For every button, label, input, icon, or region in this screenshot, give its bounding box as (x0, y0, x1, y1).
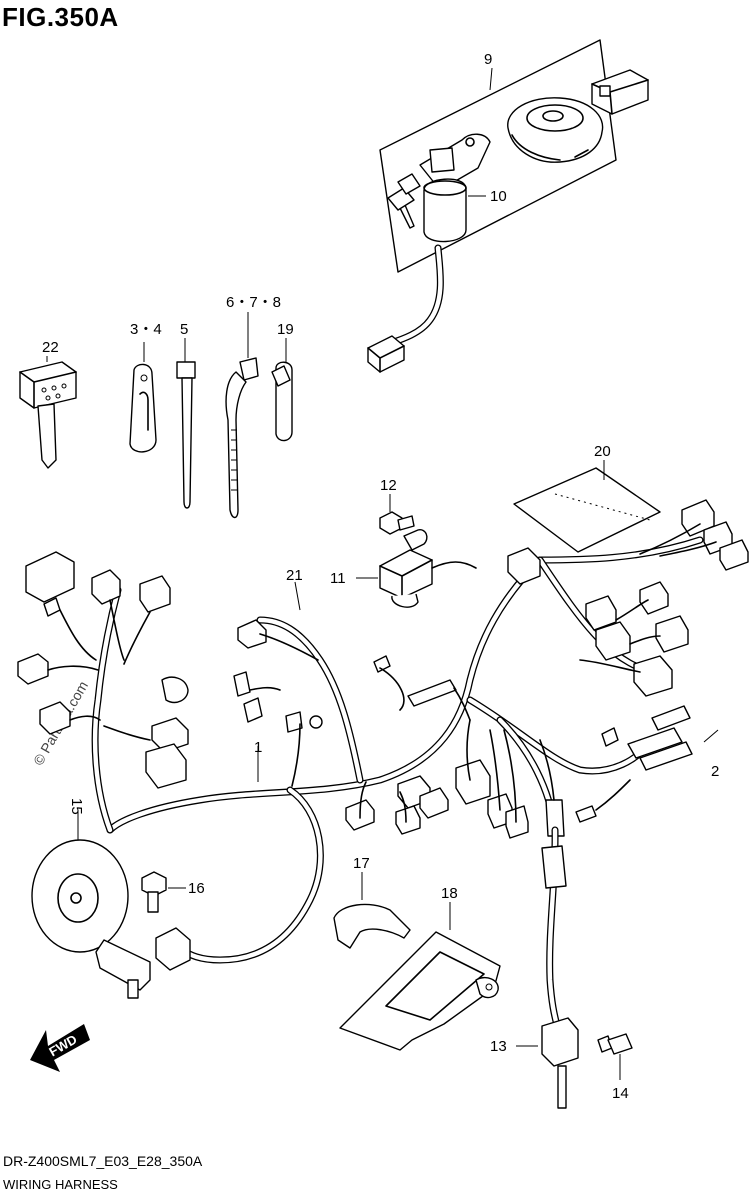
callout-10: 10 (490, 188, 507, 205)
part-16-bolt (141, 871, 186, 913)
callout-21: 21 (286, 567, 303, 584)
part-13-switch (516, 826, 579, 1109)
ignition-switch-set (367, 39, 649, 373)
figure-title: FIG.350A (2, 2, 119, 32)
figure-name: WIRING HARNESS (3, 1177, 118, 1192)
part-17-cover (333, 872, 411, 949)
callout-1: 1 (254, 739, 262, 756)
callout-15: 15 (68, 798, 85, 815)
fwd-arrow: FWD (30, 1024, 90, 1072)
callout-13: 13 (490, 1038, 507, 1055)
part-20-sheet (513, 460, 661, 553)
callout-11: 11 (330, 570, 346, 587)
callout-17: 17 (353, 855, 370, 872)
callout-14: 14 (612, 1085, 629, 1102)
callout-2: 2 (711, 763, 719, 780)
callout-16: 16 (188, 880, 205, 897)
callout-19: 19 (277, 321, 294, 338)
callout-12: 12 (380, 477, 397, 494)
part-10-switch (423, 178, 467, 243)
part-1-main-harness (17, 499, 749, 964)
part-12-bolt (379, 494, 415, 535)
callout-18: 18 (441, 885, 458, 902)
part-11-switch (356, 529, 477, 608)
callout-3-4: 3・4 (130, 321, 162, 338)
part-5-cable-tie (176, 338, 196, 509)
callout-22: 22 (42, 339, 59, 356)
part-14-bolt (597, 1033, 633, 1080)
callout-6-7-8: 6・7・8 (226, 294, 281, 311)
fuel-cap (507, 97, 604, 163)
part-18-bracket (339, 902, 501, 1051)
callout-5: 5 (180, 321, 188, 338)
part-19-clamp (271, 338, 293, 442)
callout-9: 9 (484, 51, 492, 68)
figure-code: DR-Z400SML7_E03_E28_350A (3, 1153, 203, 1169)
part-21-leader (294, 581, 301, 611)
callout-labels: 9 10 6・7・8 3・4 5 19 22 20 12 21 11 1 2 1… (42, 51, 719, 1102)
horn-connector (155, 927, 191, 971)
part-6-7-8-clamp (225, 312, 259, 519)
part-22-key (19, 356, 77, 469)
callout-20: 20 (594, 443, 611, 460)
part-3-4-clamp (129, 342, 157, 453)
part-15-horn (31, 810, 151, 999)
